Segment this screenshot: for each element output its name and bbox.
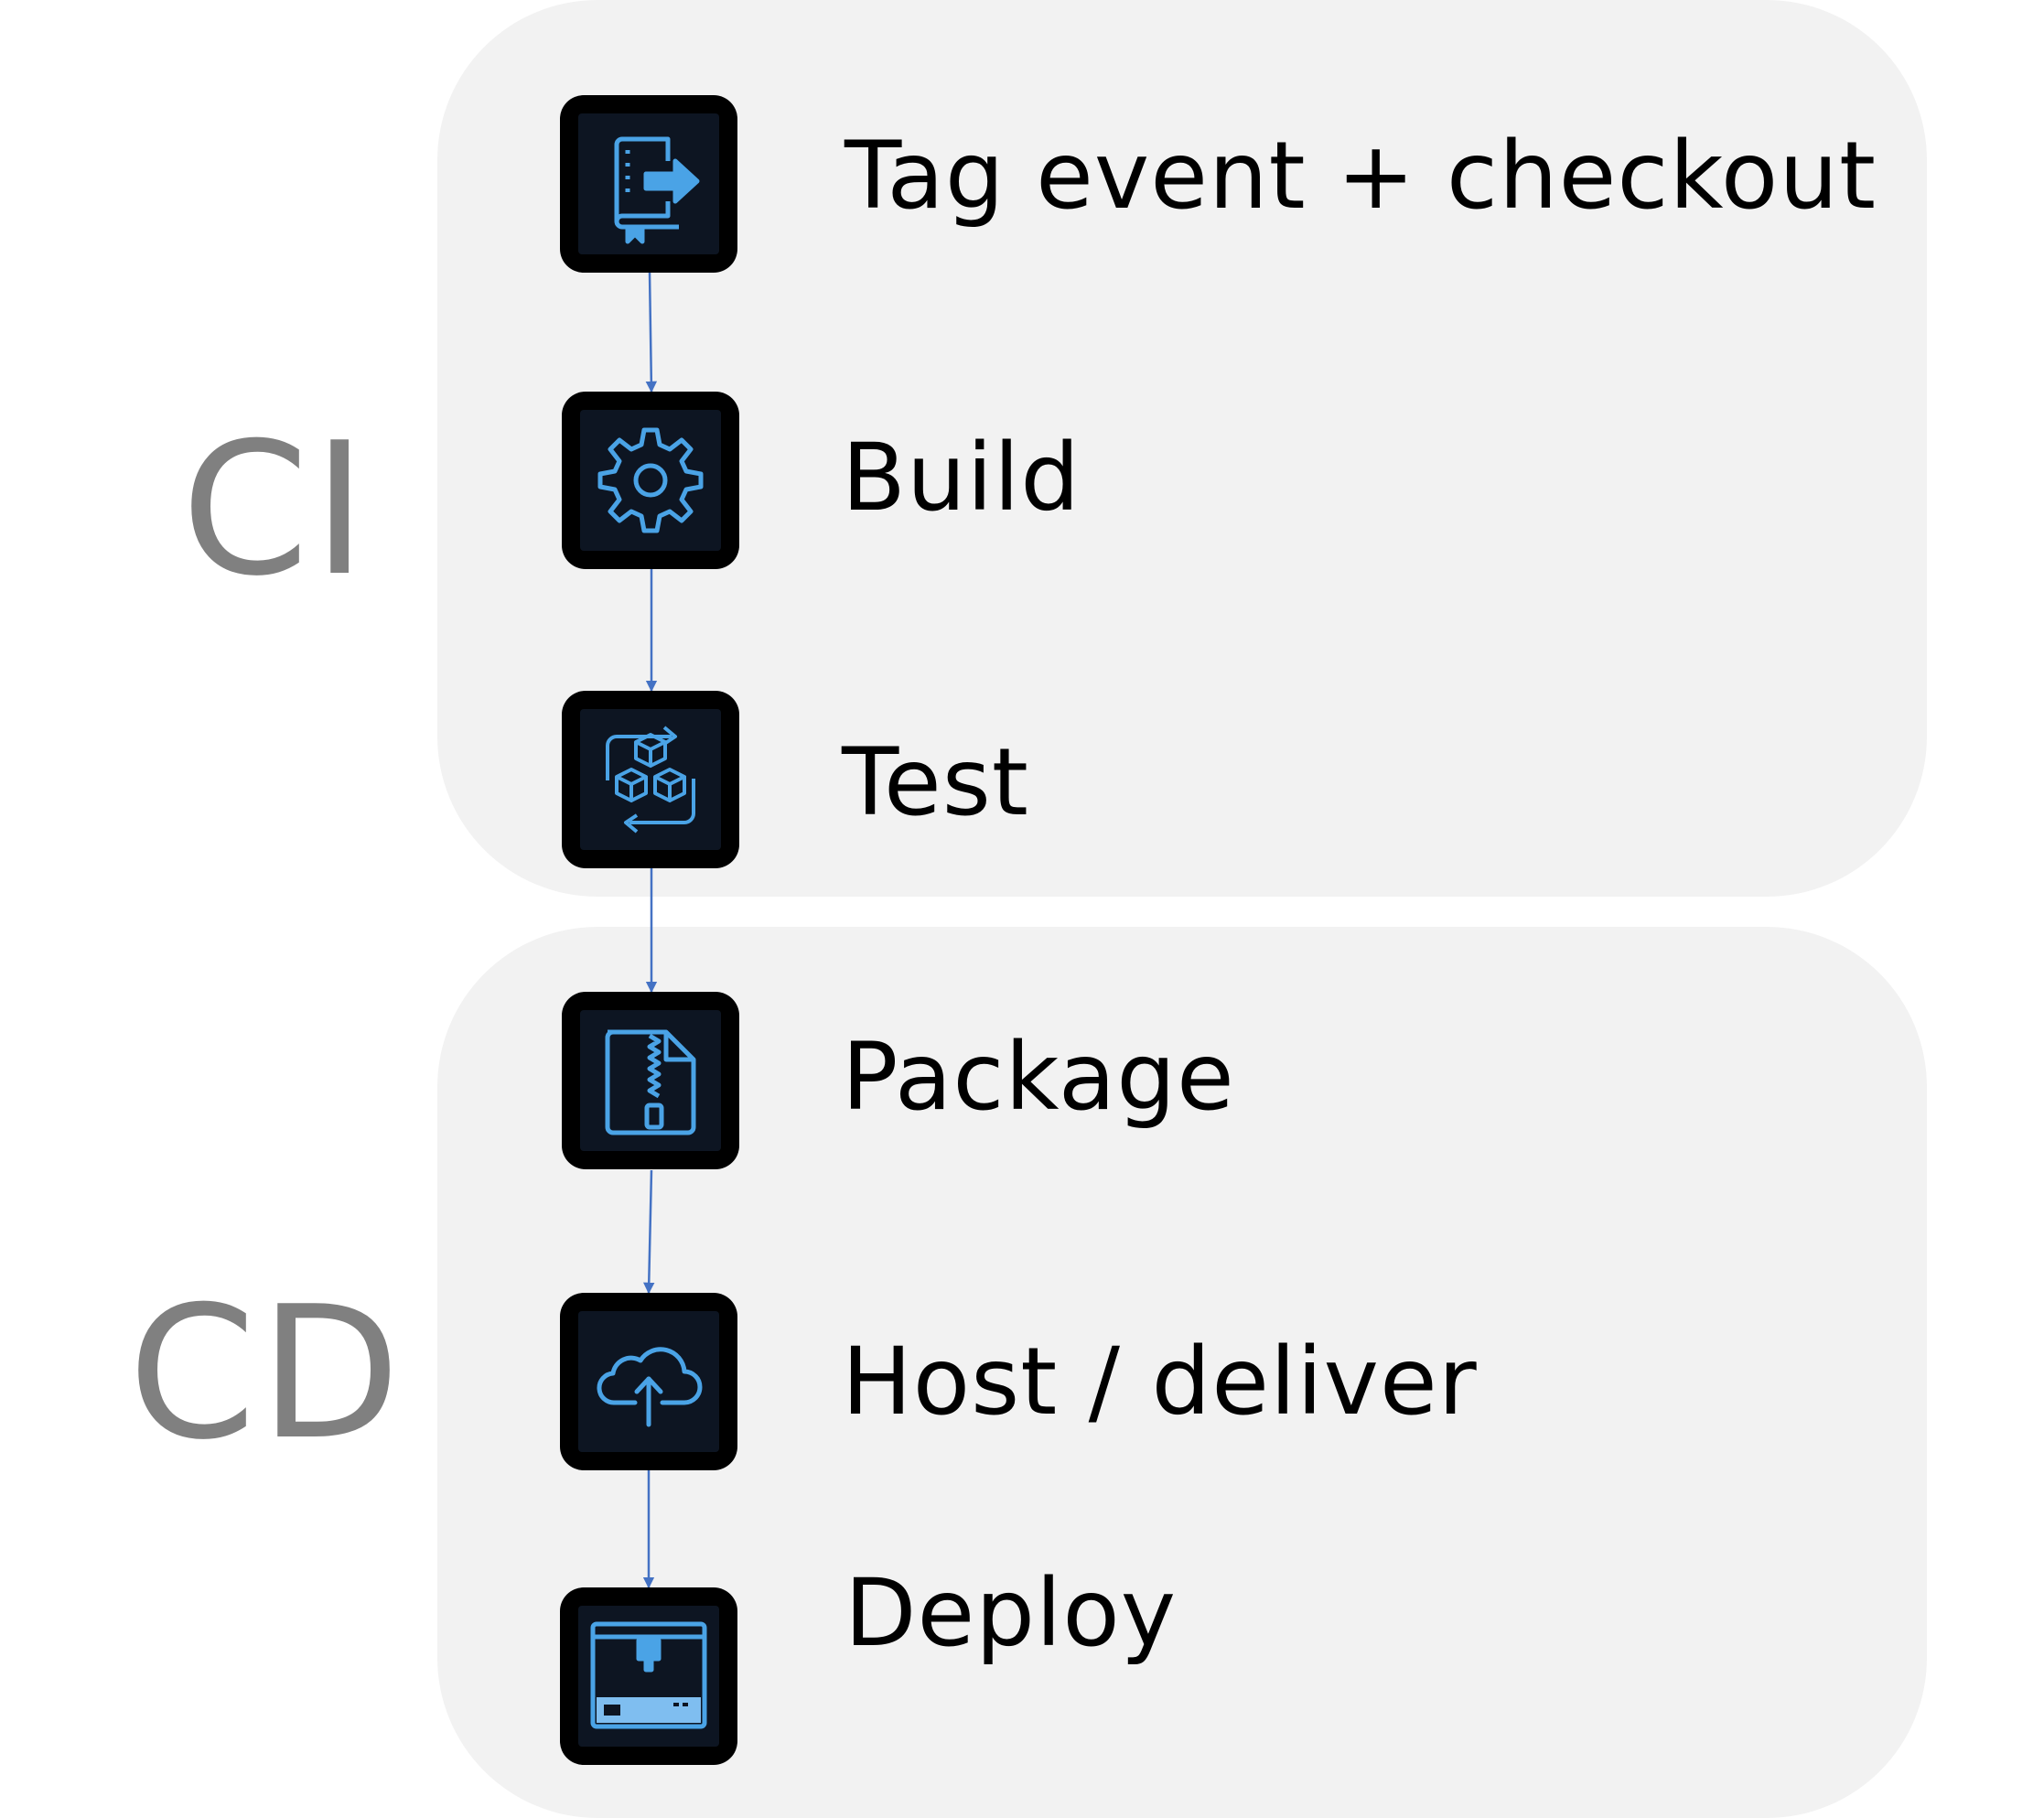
zip-file-icon (605, 1029, 696, 1135)
ci-group-label: CI (181, 403, 371, 617)
cloud-upload-icon (597, 1347, 703, 1427)
cd-group-label: CD (128, 1267, 404, 1480)
step-1-tile (560, 95, 737, 273)
step-4-label: Package (842, 1023, 1235, 1132)
step-4-tile (562, 992, 739, 1169)
connector-1-2 (645, 271, 658, 393)
printer-machine-icon (590, 1621, 707, 1729)
repository-push-icon (614, 136, 700, 244)
step-2-label: Build (842, 424, 1081, 532)
cubes-cycle-icon (606, 726, 695, 834)
step-5-tile (560, 1293, 737, 1470)
step-1-label: Tag event + checkout (844, 122, 1877, 231)
step-6-label: Deploy (844, 1559, 1178, 1668)
step-5-label: Host / deliver (842, 1328, 1478, 1436)
step-2-tile (562, 392, 739, 569)
connector-4-5 (643, 1169, 655, 1295)
gear-icon (597, 427, 704, 533)
step-6-tile (560, 1587, 737, 1765)
step-3-tile (562, 691, 739, 868)
step-3-label: Test (842, 728, 1029, 837)
